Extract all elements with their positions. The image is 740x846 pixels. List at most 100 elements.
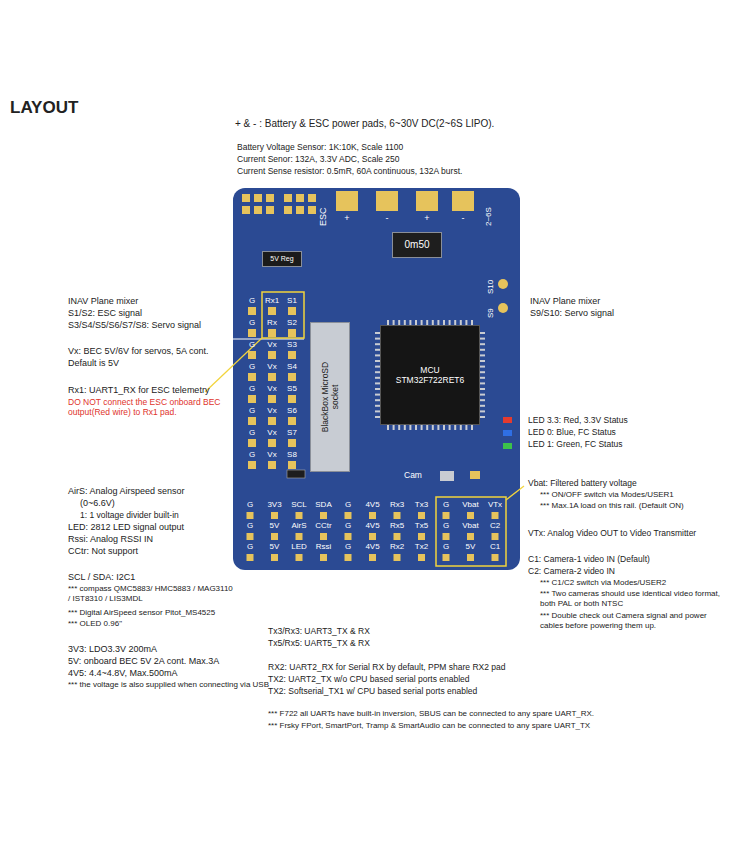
servo-pad bbox=[498, 279, 508, 289]
solder-pad bbox=[268, 395, 276, 403]
solder-pad bbox=[288, 395, 296, 403]
chip-pin bbox=[404, 425, 406, 430]
pad-label: Tx2 bbox=[415, 542, 428, 552]
pad-label: Vx bbox=[267, 428, 276, 438]
annotation-text: Current Senor: 132A, 3.3V ADC, Scale 250 bbox=[237, 154, 400, 164]
chip-pin bbox=[426, 425, 428, 430]
annotation-text: 5V: onboard BEC 5V 2A cont. Max.3A bbox=[68, 656, 219, 667]
callout-box bbox=[436, 497, 506, 566]
pad-label: Tx3 bbox=[415, 500, 428, 510]
pad-label: G bbox=[249, 406, 255, 416]
annotation-text: TX2: UART2_TX w/o CPU based serial ports… bbox=[268, 674, 470, 684]
solder-pad bbox=[492, 533, 499, 540]
pad-label: G bbox=[249, 318, 255, 328]
pad-label: SCL bbox=[291, 500, 307, 510]
solder-pad bbox=[394, 512, 401, 519]
chip-pin bbox=[421, 425, 423, 430]
annotation-text: RX2: UART2_RX for Serial RX by default, … bbox=[268, 662, 505, 672]
chip-pin bbox=[437, 425, 439, 430]
annotation-text: Vx: BEC 5V/6V for servos, 5A cont. bbox=[68, 346, 209, 357]
pad-label: Vx bbox=[267, 406, 276, 416]
pad-label: 4V5 bbox=[365, 500, 379, 510]
page-title: LAYOUT bbox=[10, 98, 78, 118]
solder-pad bbox=[296, 512, 303, 519]
annotation-text: *** the voltage is also supplied when co… bbox=[68, 680, 269, 690]
solder-pad bbox=[308, 194, 316, 202]
annotation-text: DO NOT connect the ESC onboard BEC outpu… bbox=[68, 397, 233, 417]
chip-pin bbox=[449, 425, 451, 430]
pad-label: C1 bbox=[490, 542, 500, 552]
smd-component bbox=[287, 470, 305, 478]
chip-pin bbox=[480, 405, 485, 407]
power-pad bbox=[452, 191, 474, 211]
solder-pad bbox=[268, 439, 276, 447]
pad-label: G bbox=[247, 521, 253, 531]
annotation-text: 3V3: LDO3.3V 200mA bbox=[68, 644, 157, 655]
chip-pin bbox=[432, 425, 434, 430]
annotation-text: Current Sense resistor: 0.5mR, 60A conti… bbox=[237, 166, 462, 176]
solder-pad bbox=[284, 206, 292, 214]
solder-pad bbox=[248, 373, 256, 381]
annotation-text: INAV Plane mixer bbox=[68, 296, 138, 307]
pad-label: G bbox=[249, 296, 255, 306]
pad-label: Rx bbox=[267, 318, 277, 328]
pad-label: Vbat bbox=[462, 521, 478, 531]
pad-label: Cam bbox=[404, 470, 422, 480]
pad-label: 5V bbox=[270, 521, 280, 531]
pad-label: SDA bbox=[315, 500, 331, 510]
pad-label: G bbox=[345, 500, 351, 510]
solder-pad bbox=[288, 351, 296, 359]
led-red bbox=[503, 417, 512, 423]
annotation-text: *** compass QMC5883/ HMC5883 / MAG3110 /… bbox=[68, 584, 236, 603]
node-text: 0m50 bbox=[404, 239, 429, 251]
chip-pin bbox=[480, 388, 485, 390]
solder-pad bbox=[248, 417, 256, 425]
chip-pin bbox=[480, 354, 485, 356]
chip-pin bbox=[480, 399, 485, 401]
solder-pad bbox=[271, 512, 278, 519]
pad-label: S1 bbox=[287, 296, 297, 306]
solder-pad bbox=[418, 512, 425, 519]
pad-label: G bbox=[249, 340, 255, 350]
chip-pin bbox=[465, 425, 467, 430]
pad-label: S5 bbox=[287, 384, 297, 394]
pad-label: Tx5 bbox=[415, 521, 428, 531]
annotation-text: Rx1: UART1_RX for ESC telemetry bbox=[68, 385, 209, 396]
pad-label: G bbox=[443, 521, 449, 531]
pad-label: + bbox=[344, 213, 349, 224]
pad-label: S6 bbox=[287, 406, 297, 416]
solder-pad bbox=[268, 461, 276, 469]
pad-label: G bbox=[247, 542, 253, 552]
solder-pad bbox=[248, 439, 256, 447]
pad-label: - bbox=[462, 213, 465, 224]
solder-pad bbox=[369, 554, 376, 561]
annotation-text: S3/S4/S5/S6/S7/S8: Servo signal bbox=[68, 320, 201, 331]
solder-pad bbox=[288, 307, 296, 315]
pad-label: - bbox=[386, 213, 389, 224]
annotation-text: *** C1/C2 switch via Modes/USER2 bbox=[540, 578, 666, 588]
power-pad bbox=[416, 191, 438, 211]
leader-line bbox=[506, 486, 524, 500]
chip-pin bbox=[393, 425, 395, 430]
solder-pad bbox=[271, 554, 278, 561]
callout-box bbox=[262, 292, 304, 338]
chip-pin bbox=[409, 425, 411, 430]
annotation-text: LED: 2812 LED signal output bbox=[68, 522, 184, 533]
solder-pad bbox=[369, 512, 376, 519]
pad-label: 5V bbox=[466, 542, 476, 552]
annotation-text: S1/S2: ESC signal bbox=[68, 308, 142, 319]
chip-pin bbox=[480, 360, 485, 362]
node-text: MCU STM32F722RET6 bbox=[389, 365, 471, 385]
annotation-text: Default is 5V bbox=[68, 358, 119, 369]
annotation-text: INAV Plane mixer bbox=[530, 296, 600, 307]
power-pad bbox=[376, 191, 398, 211]
annotation-text: *** F722 all UARTs have built-in inversi… bbox=[268, 709, 594, 719]
solder-pad bbox=[288, 373, 296, 381]
solder-pad bbox=[345, 512, 352, 519]
pad-label: + bbox=[424, 213, 429, 224]
solder-pad bbox=[268, 351, 276, 359]
annotation-text: LED 3.3: Red, 3.3V Status bbox=[528, 415, 628, 425]
chip-pin bbox=[480, 377, 485, 379]
solder-pad bbox=[467, 512, 474, 519]
annotation-text: LED 1: Green, FC Status bbox=[528, 439, 622, 449]
